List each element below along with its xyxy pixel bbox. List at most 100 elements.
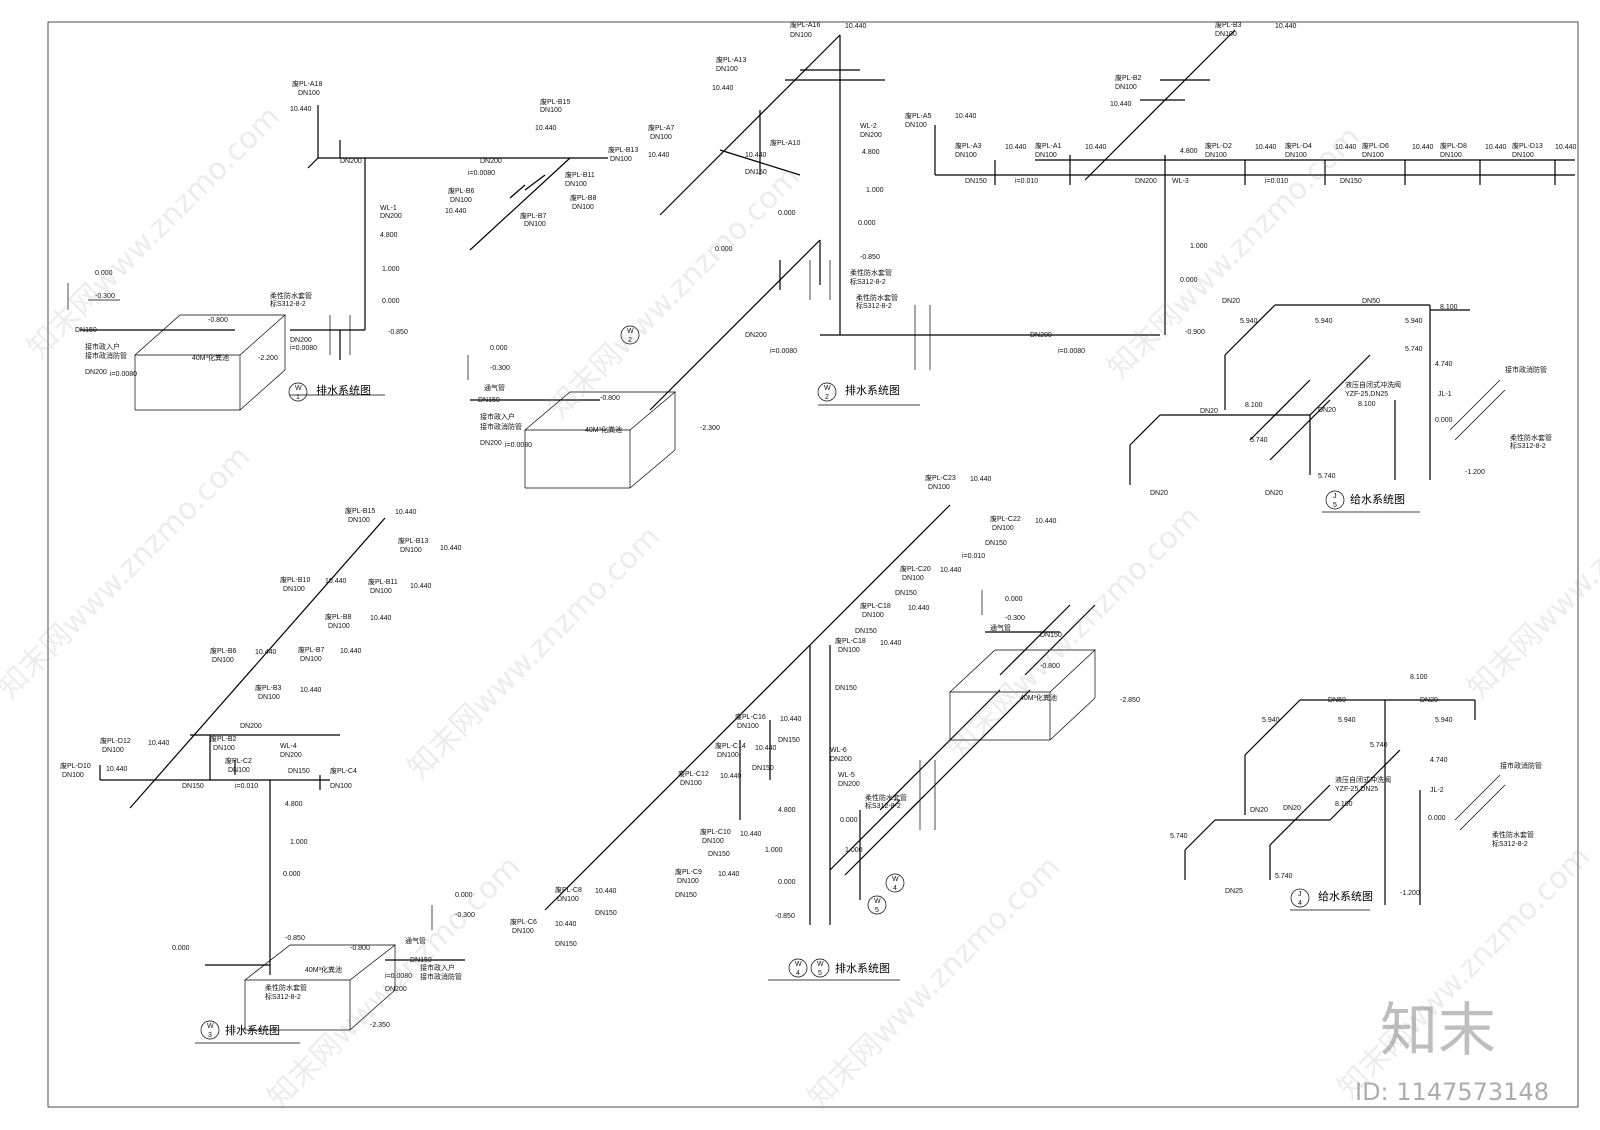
pipe-label: 废PL-D6 [1362,141,1389,150]
dn-label: DN200 [480,440,502,447]
elev-label: 5.740 [1275,873,1293,880]
dn-label: DN200 [1135,178,1157,185]
pipe-label: 废PL-A13 [716,55,746,64]
watermark: 知末网www.znzmo.com [1331,839,1597,1105]
image-id: ID: 1147573148 [1355,1078,1549,1106]
dn-label: DN100 [400,547,422,554]
elev-label: 10.440 [1485,144,1507,151]
diagram-w3: 废PL-B15 DN100 10.440 废PL-B13 DN100 10.44… [60,506,475,1044]
dn-label: DN100 [1362,152,1384,159]
elev-label: 10.440 [1412,144,1434,151]
pipe-label: 废PL-D4 [1285,141,1312,150]
dn-label: DN150 [555,941,577,948]
elev-label: 5.740 [1405,346,1423,353]
pipe-label: 废PL-B2 [210,734,237,743]
callout-w5-ref [867,895,887,915]
pipe-label: 废PL-B6 [448,186,475,195]
callout-number: 1 [296,394,300,401]
dn-label: DN100 [540,107,562,114]
pipe-label: 废PL-B11 [565,170,595,179]
callout-letter: J [1333,493,1337,500]
dn-label: DN150 [835,685,857,692]
dn-label: DN150 [965,178,987,185]
pipe-label: 废PL-C14 [715,741,746,750]
watermark: 知末网www.znzmo.com [21,99,287,365]
elev-label: 10.440 [1085,144,1107,151]
slope-label: i=0.010 [962,553,985,560]
rescue-note: 接市政消防管 [420,972,462,981]
elev-label: 10.440 [325,578,347,585]
dn-label: DN100 [955,152,977,159]
callout-number: 4 [1298,900,1302,907]
elev-label: 1.000 [382,266,400,273]
rescue-note: 接市政消防管 [480,422,522,431]
yzf-note: YZF-25,DN25 [1335,786,1378,793]
elev-label: 0.000 [382,298,400,305]
elev-label: 0.000 [778,210,796,217]
dn-label: DN200 [385,986,407,993]
watermark: 知末网www.znzmo.com [261,849,527,1115]
dn-label: DN200 [1030,332,1052,339]
callout-letter: W [795,961,802,968]
elev-label: 10.440 [445,208,467,215]
callout-number: 2 [628,337,632,344]
elev-label: 0.000 [283,871,301,878]
elev-label: 1.000 [1190,243,1208,250]
callout-number: 5 [875,907,879,914]
std-note: 标S312-8-2 [265,992,301,1001]
dn-label: DN100 [737,723,759,730]
callout-number: 5 [818,970,822,977]
watermark: 知末网www.znzmo.com [941,499,1207,765]
elev-label: 10.440 [300,687,322,694]
dn-label: DN200 [290,337,312,344]
dn-label: DN100 [348,517,370,524]
pipe-label: 废PL-B3 [1215,20,1242,29]
elev-label: 10.440 [106,766,128,773]
pipe-label: 废PL-A18 [292,79,322,88]
dn-label: DN100 [862,612,884,619]
elev-label: 4.800 [380,232,398,239]
tank-note: 40M³化粪池 [305,965,342,974]
callout-w3 [200,1020,220,1040]
elev-label: -0.850 [388,329,408,336]
dn-label: DN150 [478,397,500,404]
pipe-label: 废PL-A7 [648,123,675,132]
pipe-label: 废PL-B11 [368,577,398,586]
elev-label: 10.440 [595,888,617,895]
callout-number: 3 [208,1032,212,1039]
elev-label: 4.740 [1430,757,1448,764]
elev-label: 10.440 [410,583,432,590]
pipe-label: 废PL-C23 [925,473,956,482]
callout-w1 [288,382,308,402]
dn-label: DN200 [340,158,362,165]
elev-label: 10.440 [712,85,734,92]
elev-label: 1.000 [765,847,783,854]
elev-label: 10.440 [780,716,802,723]
pipe-label: 废PL-C22 [990,514,1021,523]
wl-label: WL-5 [838,772,855,779]
pipe-label: 废PL-C10 [700,827,731,836]
pipe-label: 废PL-A16 [790,20,820,29]
dn-label: DN150 [778,737,800,744]
elev-label: 10.440 [970,476,992,483]
elev-label: 10.440 [340,648,362,655]
elev-label: 8.100 [1335,801,1353,808]
elev-label: -0.800 [208,317,228,324]
pipe-label: 废PL-C6 [510,917,537,926]
elev-label: 4.800 [1180,148,1198,155]
std-note: 标S312-8-2 [270,299,306,308]
elev-label: 10.440 [845,23,867,30]
elev-label: 0.000 [1180,277,1198,284]
elev-label: 10.440 [1255,144,1277,151]
std-note: 标S312-8-2 [1510,441,1546,450]
std-note: 标S312-8-2 [1492,839,1528,848]
std-note: 标S312-8-2 [865,801,901,810]
elev-label: 10.440 [1110,101,1132,108]
dn-label: DN100 [1512,152,1534,159]
dn-label: DN20 [1150,490,1168,497]
pipe-label: 废PL-D13 [1512,141,1543,150]
watermark: 知末网www.znzmo.com [801,849,1067,1115]
slope-label: i=0.010 [1015,178,1038,185]
elev-label: 4.800 [285,801,303,808]
pipe-label: 废PL-C8 [555,885,582,894]
